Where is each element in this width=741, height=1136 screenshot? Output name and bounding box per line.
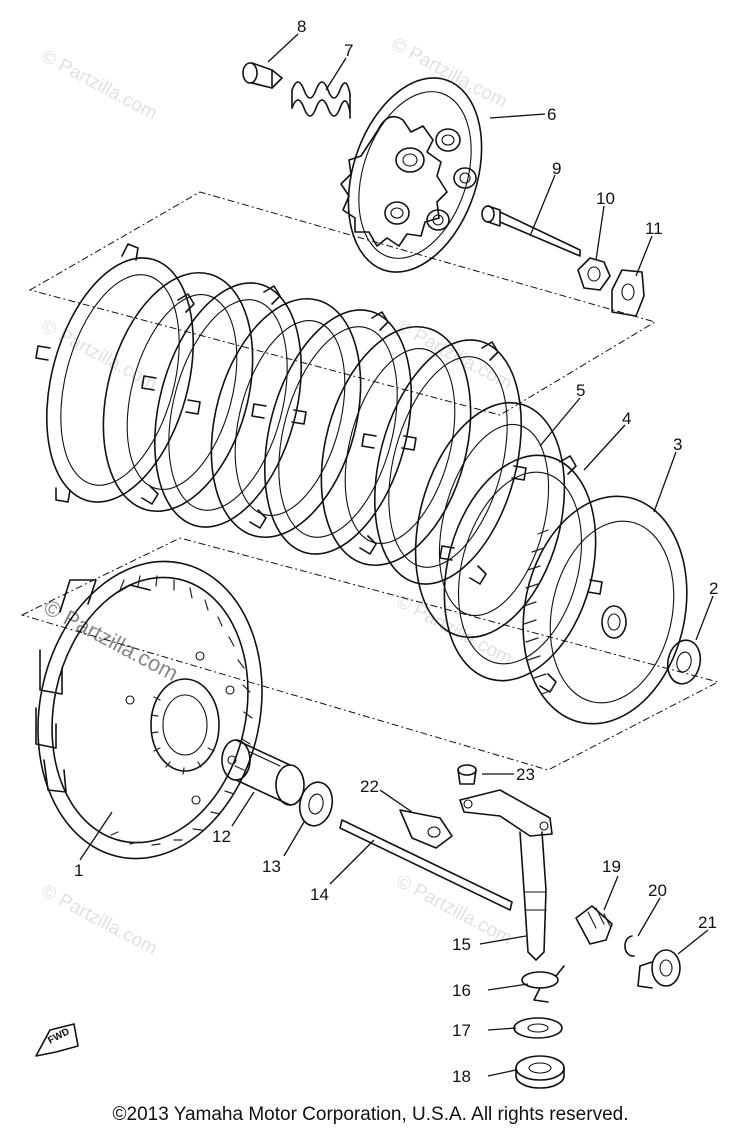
circlip-part-20	[624, 935, 635, 957]
thrust-washer-part-2	[666, 639, 702, 685]
callout-15: 15	[452, 935, 471, 954]
callout-23: 23	[516, 765, 535, 784]
steel-plate	[102, 271, 254, 513]
washer-part-17	[513, 1017, 563, 1039]
callout-14: 14	[310, 885, 329, 904]
callout-labels: 8 7 6 9 10 11 5 4 3 2 1 12 13 14 22 23 1…	[74, 17, 718, 1086]
clutch-housing-part-1	[35, 560, 263, 860]
nut-part-10	[577, 257, 611, 291]
clutch-boss-part-3	[522, 495, 688, 725]
push-rod-part-9	[481, 205, 581, 257]
callout-20: 20	[648, 881, 667, 900]
callout-10: 10	[596, 189, 615, 208]
adjust-screw-part-19	[575, 905, 613, 945]
washer-part-13	[298, 781, 334, 827]
callout-12: 12	[212, 827, 231, 846]
copyright-notice: ©2013 Yamaha Motor Corporation, U.S.A. A…	[112, 1104, 629, 1125]
callout-21: 21	[698, 913, 717, 932]
housing-group-outline	[20, 537, 720, 771]
watermark: © Partzilla.com	[38, 881, 161, 960]
push-lever-part-22	[399, 809, 453, 849]
friction-plate	[35, 243, 201, 505]
callout-5: 5	[576, 381, 585, 400]
bolt-part-8	[242, 62, 283, 89]
steel-plate	[210, 297, 362, 539]
steel-plate-part-5	[414, 401, 566, 639]
leader-lines	[79, 33, 714, 1077]
push-rod-part-14	[339, 819, 513, 911]
friction-plate	[141, 282, 307, 529]
spring-part-7	[291, 81, 351, 119]
return-spring-part-16	[521, 965, 565, 1003]
forward-direction-arrow: FWD	[35, 1023, 79, 1057]
callout-19: 19	[602, 857, 621, 876]
friction-plate	[251, 309, 417, 555]
callout-8: 8	[297, 17, 306, 36]
callout-6: 6	[547, 105, 556, 124]
lock-washer-part-11	[611, 269, 645, 317]
callout-13: 13	[262, 857, 281, 876]
callout-1: 1	[74, 861, 83, 880]
callout-4: 4	[622, 409, 631, 428]
watermark-layer: © Partzilla.com © Partzilla.com © Partzi…	[38, 34, 516, 960]
plates-group-outline	[28, 191, 657, 416]
callout-11: 11	[645, 219, 663, 238]
callout-7: 7	[344, 41, 353, 60]
oil-seal-part-18	[515, 1055, 565, 1089]
callout-9: 9	[552, 159, 561, 178]
watermark: © Partzilla.com	[38, 46, 161, 125]
plug-part-23	[457, 764, 477, 785]
callout-2: 2	[709, 579, 718, 598]
callout-22: 22	[360, 777, 379, 796]
callout-16: 16	[452, 981, 471, 1000]
pressure-plate-part-6	[340, 77, 483, 273]
callout-18: 18	[452, 1067, 471, 1086]
callout-3: 3	[673, 435, 682, 454]
lock-nut-part-21	[637, 949, 681, 989]
callout-17: 17	[452, 1021, 471, 1040]
lever-shaft-part-15	[459, 789, 553, 961]
sleeve-part-12	[221, 739, 305, 806]
friction-plate-part-4	[439, 454, 603, 693]
